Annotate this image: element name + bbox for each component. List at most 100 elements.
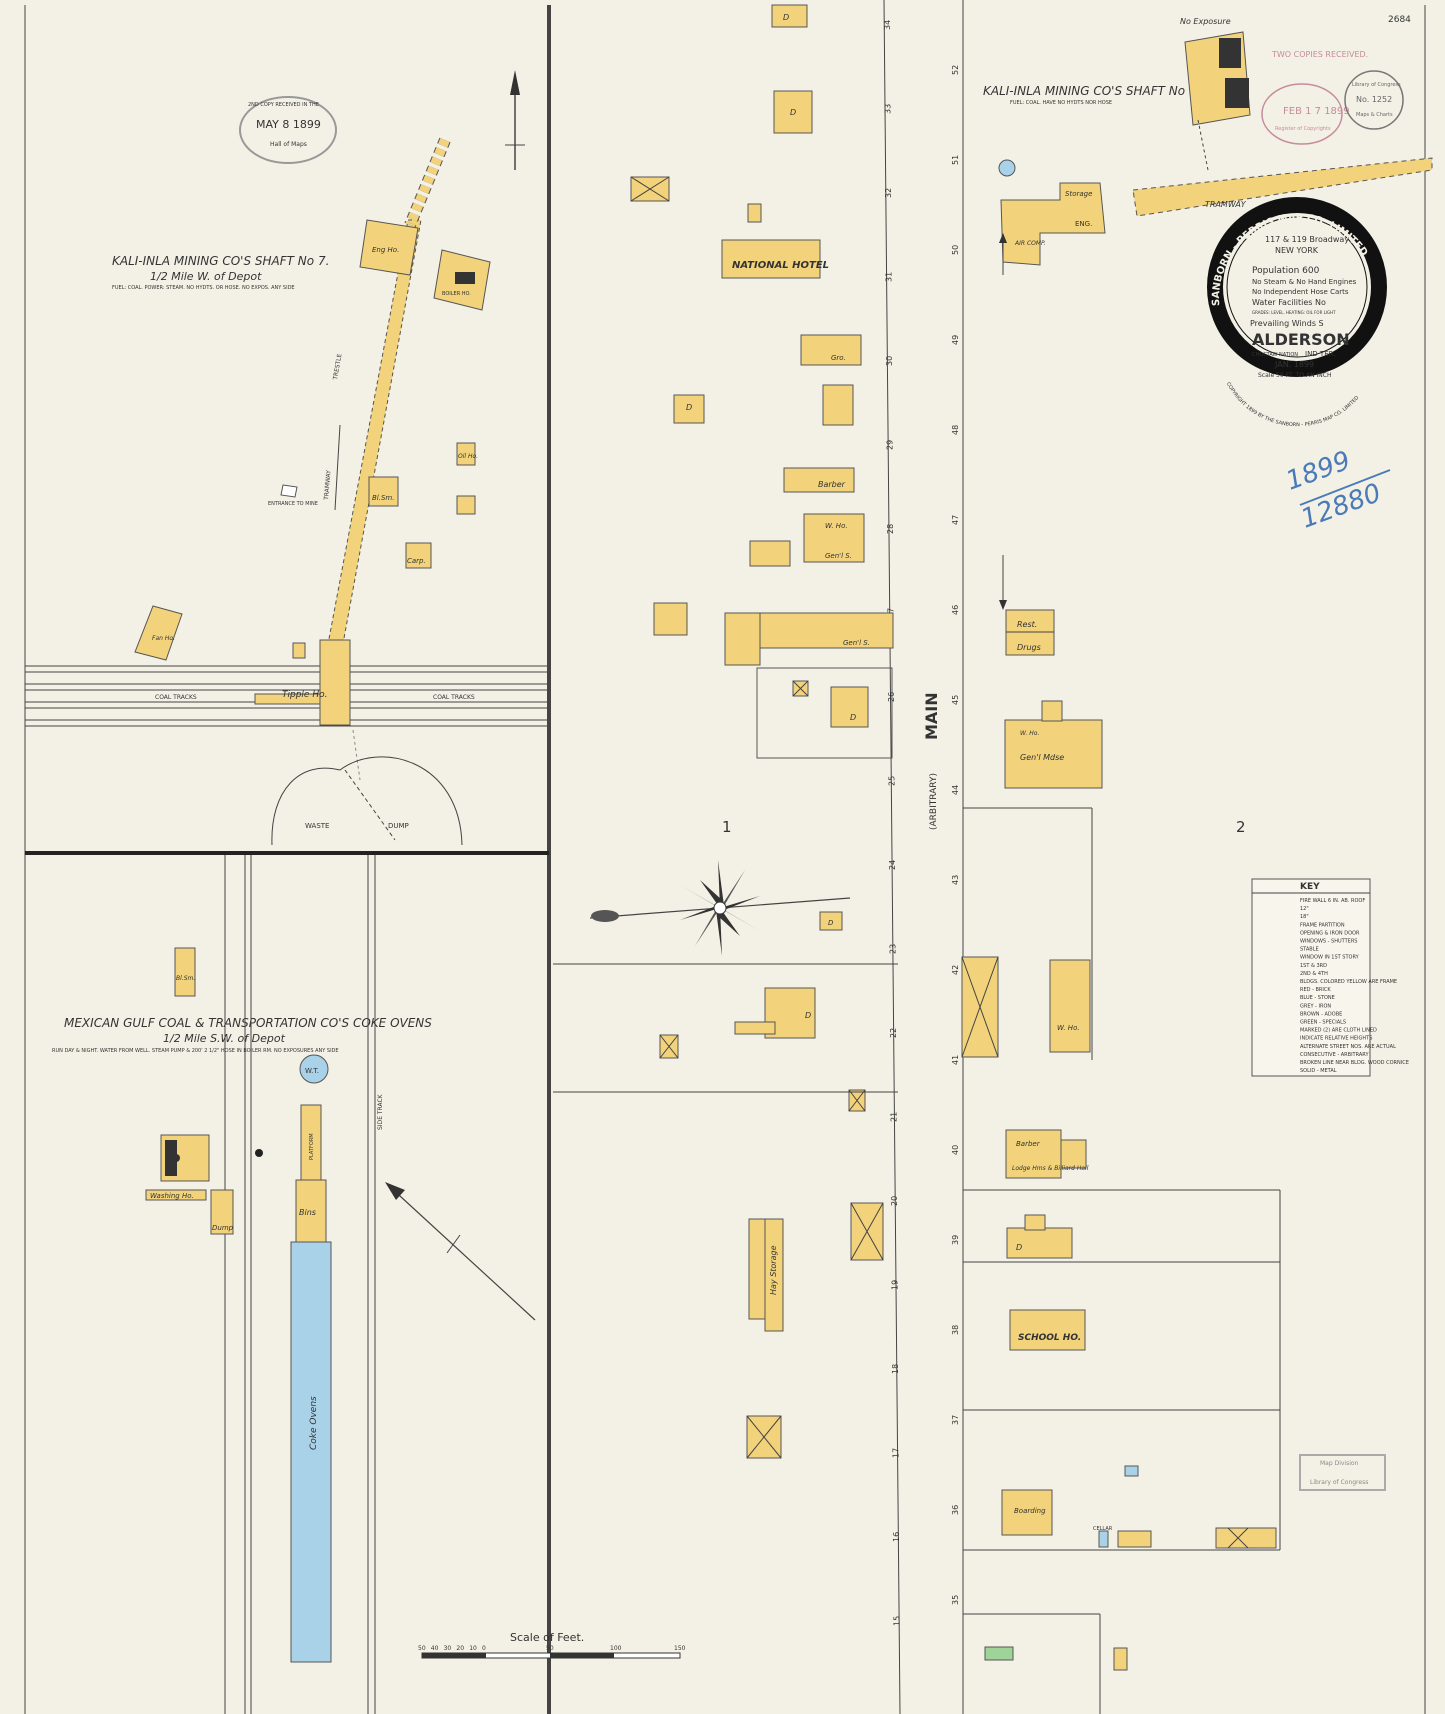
- svg-text:Barber: Barber: [1016, 1140, 1041, 1148]
- key-row: 12": [1300, 906, 1309, 912]
- svg-text:117 & 119 Broadway: 117 & 119 Broadway: [1265, 235, 1349, 244]
- svg-text:NATIONAL HOTEL: NATIONAL HOTEL: [732, 260, 829, 271]
- svg-text:ALDERSON: ALDERSON: [1252, 330, 1350, 349]
- street-number: 45: [951, 695, 960, 705]
- street-numbers-west: 3433323130292827262524232221201918171615: [883, 20, 902, 1626]
- svg-text:Map Division: Map Division: [1320, 1460, 1359, 1467]
- library-receipt-stamp: TWO COPIES RECEIVED. FEB 1 7 1899 Regist…: [1261, 50, 1404, 145]
- street-number: 36: [951, 1505, 960, 1515]
- street-number: 20: [890, 1196, 899, 1206]
- street-number: 24: [888, 860, 897, 870]
- svg-text:Storage: Storage: [1065, 190, 1092, 198]
- mine-entrance: [280, 484, 298, 498]
- svg-text:TRAMWAY: TRAMWAY: [323, 470, 333, 502]
- svg-text:Rest.: Rest.: [1017, 620, 1037, 629]
- svg-text:WASTE: WASTE: [305, 822, 329, 830]
- svg-text:COAL TRACKS: COAL TRACKS: [155, 694, 197, 701]
- svg-text:TRAMWAY: TRAMWAY: [1205, 200, 1247, 209]
- key-row: BLDGS. COLORED YELLOW ARE FRAME: [1300, 979, 1397, 985]
- north-arrow-head: [510, 70, 520, 95]
- street-number: 17: [892, 1448, 901, 1458]
- svg-text:Gen'l S.: Gen'l S.: [825, 552, 852, 560]
- svg-text:D: D: [828, 919, 834, 927]
- key-row: STABLE: [1300, 947, 1319, 953]
- svg-text:Barber: Barber: [818, 480, 846, 489]
- svg-text:D: D: [790, 108, 796, 117]
- svg-text:Library of Congress: Library of Congress: [1352, 82, 1401, 88]
- svg-text:No Independent Hose Carts: No Independent Hose Carts: [1252, 288, 1349, 296]
- copyright-stamp-may: 2ND COPY RECEIVED IN THE MAY 8 1899 Hall…: [239, 96, 337, 164]
- shaft7-fan-house: [134, 605, 183, 661]
- street-number: 52: [951, 65, 960, 75]
- key-row: WINDOW IN 1ST STORY: [1300, 955, 1360, 961]
- street-number: 15: [893, 1616, 902, 1626]
- scale-tick-label: 100: [610, 1645, 622, 1652]
- scale-tick-label: 50: [418, 1645, 426, 1652]
- svg-text:Dump: Dump: [212, 1224, 234, 1232]
- washing-house: [145, 1189, 207, 1201]
- svg-text:PLATFORM: PLATFORM: [309, 1133, 315, 1160]
- key-row: ALTERNATE STREET NOS. ARE ACTUAL: [1300, 1044, 1396, 1050]
- svg-text:Eng Ho.: Eng Ho.: [372, 246, 399, 254]
- street-number: 41: [951, 1055, 960, 1065]
- svg-text:W. Ho.: W. Ho.: [1057, 1024, 1080, 1032]
- street-number: 25: [888, 776, 897, 786]
- key-row: 2ND & 4TH: [1300, 971, 1328, 977]
- svg-text:IND TER.: IND TER.: [1305, 350, 1335, 358]
- svg-text:GRADES: LEVEL. HEATING: OIL FO: GRADES: LEVEL. HEATING: OIL FOR LIGHT: [1252, 310, 1336, 315]
- svg-text:Gro.: Gro.: [831, 354, 846, 362]
- shaft1-title: KALI-INLA MINING CO'S SHAFT No 1.: [983, 84, 1200, 98]
- coke-blacksmith: [174, 947, 196, 997]
- street-number: 22: [889, 1028, 898, 1038]
- scale-tick-label: 40: [431, 1645, 439, 1652]
- scale-tick-label: 50: [546, 1645, 554, 1652]
- street-number: 51: [951, 155, 960, 165]
- svg-text:CELLAR: CELLAR: [1093, 1526, 1113, 1532]
- scale-tick-label: 10: [469, 1645, 477, 1652]
- shaft7-engine-house: [359, 219, 419, 276]
- key-row: MARKED (2) ARE CLOTH LINED: [1300, 1028, 1377, 1034]
- hay-storage: [748, 1218, 766, 1320]
- shaft7-title: KALI-INLA MINING CO'S SHAFT No 7.: [112, 254, 329, 268]
- water-tank: [299, 1054, 329, 1084]
- waste-dump: [271, 756, 463, 846]
- key-row: GREY - IRON: [1300, 1003, 1331, 1009]
- coke-bins: [295, 1179, 327, 1243]
- street-number: 42: [951, 965, 960, 975]
- svg-text:SCHOOL HO.: SCHOOL HO.: [1018, 1333, 1081, 1343]
- map-key: KEY FIRE WALL 6 IN. AB. ROOF12"18"FRAME …: [1251, 878, 1409, 1077]
- svg-text:DUMP: DUMP: [388, 822, 409, 830]
- svg-text:D: D: [1016, 1243, 1022, 1252]
- street-number: 38: [951, 1325, 960, 1335]
- street-number: 47: [951, 515, 960, 525]
- tipple-house: [319, 639, 351, 726]
- svg-text:Bins: Bins: [299, 1208, 316, 1217]
- svg-text:Scale 50 FT. TO AN INCH: Scale 50 FT. TO AN INCH: [1258, 372, 1331, 379]
- svg-text:MAY 8 1899: MAY 8 1899: [256, 118, 321, 131]
- street-number: 18: [891, 1364, 900, 1374]
- general-store: [803, 513, 865, 563]
- svg-text:D: D: [850, 713, 856, 722]
- street-number: 28: [886, 524, 895, 534]
- svg-text:Carp.: Carp.: [407, 557, 426, 565]
- key-row: GREEN - SPECIALS: [1300, 1020, 1346, 1026]
- main-street-west-edge: [883, 0, 901, 1714]
- street-number: 29: [886, 440, 895, 450]
- svg-text:Library of Congress: Library of Congress: [1310, 1479, 1368, 1486]
- svg-text:COPYRIGHT 1899 BY THE SANBORN: COPYRIGHT 1899 BY THE SANBORN - PERRIS M…: [1225, 381, 1361, 428]
- key-row: CONSECUTIVE - ARBITRARY: [1300, 1052, 1369, 1058]
- svg-text:No. 1252: No. 1252: [1356, 95, 1392, 104]
- svg-text:NEW YORK: NEW YORK: [1275, 246, 1319, 255]
- street-number: 19: [891, 1280, 900, 1290]
- svg-text:Water Facilities No: Water Facilities No: [1252, 298, 1326, 307]
- sheet-page-number: 2684: [1388, 15, 1411, 25]
- shaft1-tramway: [1132, 157, 1433, 217]
- general-merchandise: [1004, 719, 1103, 789]
- svg-text:TRESTLE: TRESTLE: [332, 353, 344, 381]
- national-hotel: [721, 239, 821, 279]
- key-row: INDICATE RELATIVE HEIGHTS: [1300, 1036, 1372, 1042]
